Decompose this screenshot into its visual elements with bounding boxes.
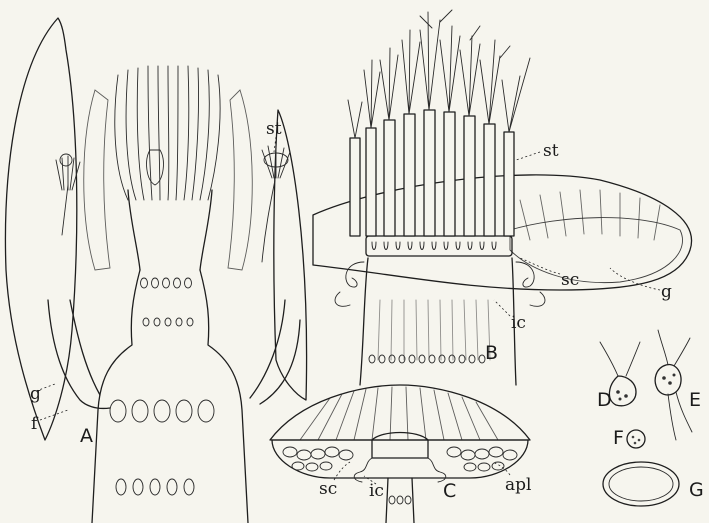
label-f: f (31, 414, 39, 434)
label-ic-c: ic (369, 481, 384, 501)
label-ic-b: ic (511, 313, 526, 333)
panel-label-f: F (613, 427, 624, 449)
panel-g-drawing (603, 462, 679, 506)
panel-label-e: E (689, 389, 701, 411)
label-g-a: g (30, 384, 41, 404)
label-sc-c: sc (319, 479, 337, 499)
panel-label-a: A (80, 425, 93, 447)
panel-e-drawing (655, 330, 692, 440)
panel-label-b: B (485, 342, 498, 364)
panel-label-g: G (689, 479, 704, 501)
label-apl: apl (505, 475, 531, 495)
label-st-b: st (543, 141, 559, 161)
label-sc-b: sc (561, 270, 579, 290)
panel-b-drawing (313, 10, 692, 385)
leader-lines (36, 137, 660, 484)
panel-label-d: D (597, 389, 612, 411)
panel-label-c: C (443, 480, 456, 502)
panel-f-drawing (627, 430, 645, 448)
label-g-b: g (661, 282, 672, 302)
label-st-a: st (266, 119, 282, 139)
panel-c-drawing (270, 385, 530, 523)
panel-a-drawing (5, 18, 306, 523)
